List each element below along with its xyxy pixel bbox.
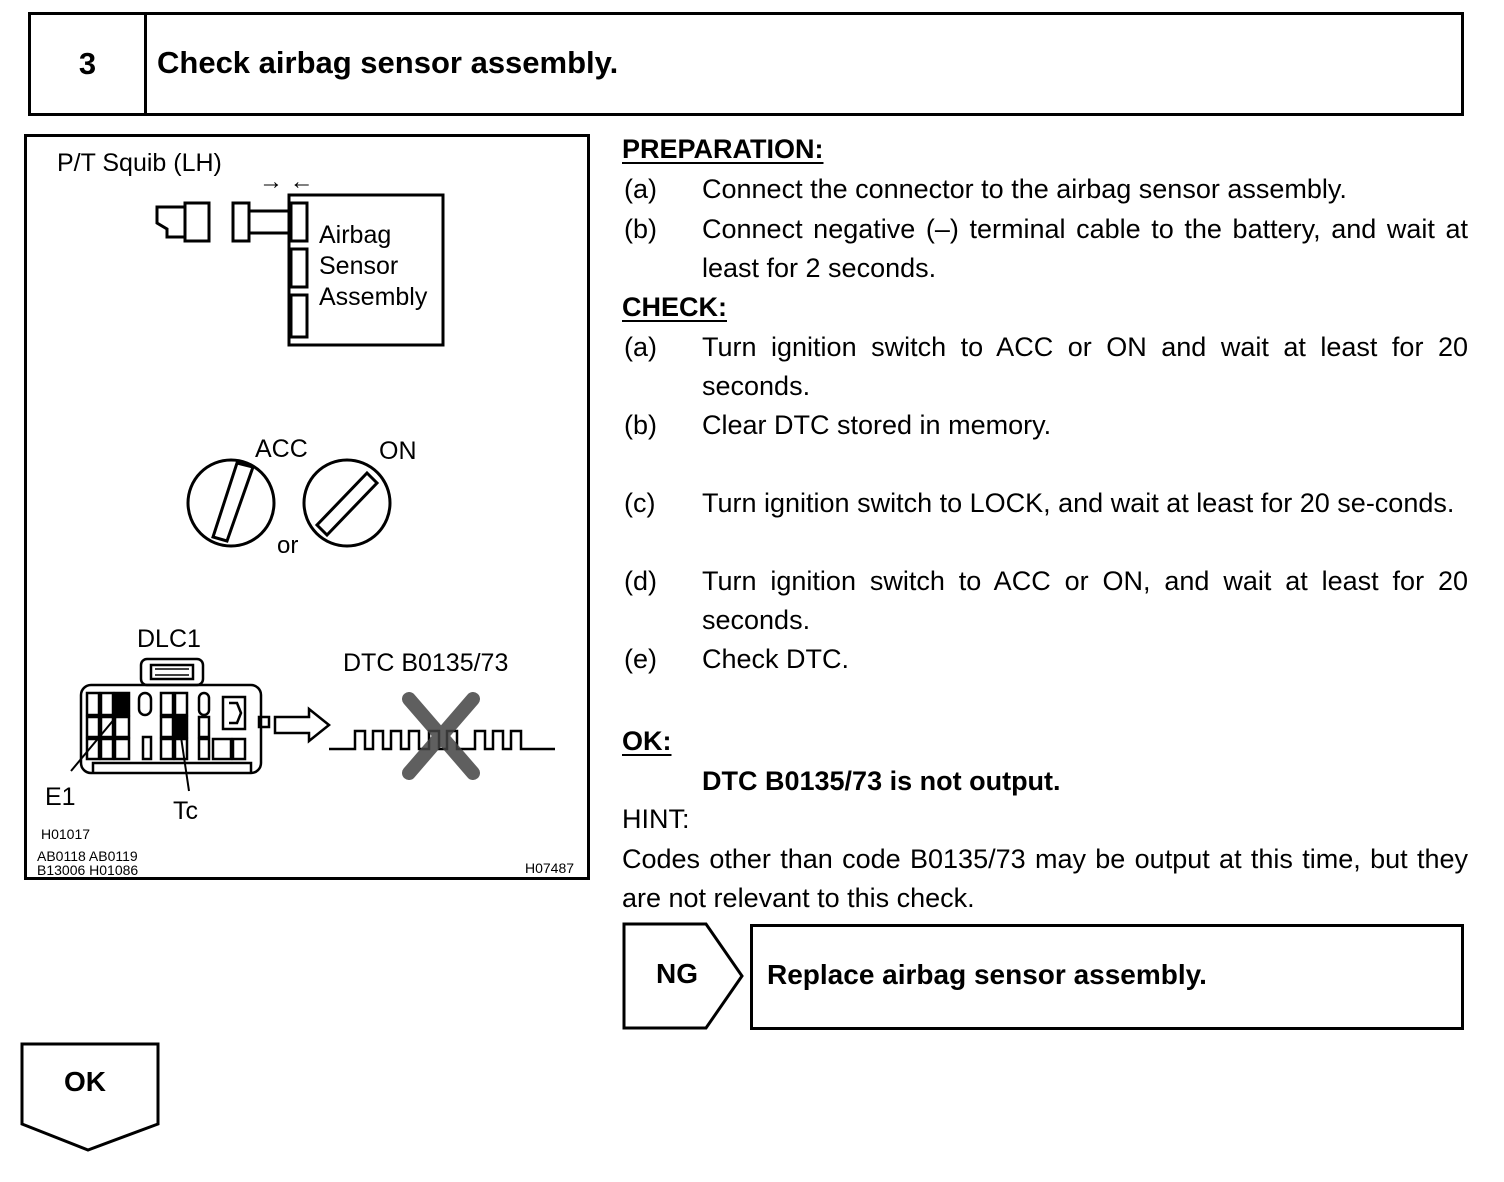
preparation-section: PREPARATION: <box>622 130 1468 169</box>
or-label: or <box>277 532 298 559</box>
connect-arrows: → ← <box>259 168 314 195</box>
list-text: Turn ignition switch to LOCK, and wait a… <box>702 488 1455 518</box>
ok-result: DTC B0135/73 is not output. <box>702 766 1061 796</box>
step-number: 3 <box>31 15 147 113</box>
e1-leader-line <box>70 710 122 772</box>
output-arrow-icon <box>273 706 332 744</box>
ref-code-1: H01017 <box>41 826 90 842</box>
hint-text: Codes other than code B0135/73 may be ou… <box>622 844 1468 913</box>
on-label: ON <box>379 437 417 465</box>
ng-action-box: Replace airbag sensor assembly. <box>750 924 1464 1030</box>
sensor-label-line3: Assembly <box>319 283 428 311</box>
step-title: Check airbag sensor assembly. <box>157 45 619 80</box>
ignition-switch-acc-icon <box>186 458 276 548</box>
preparation-heading: PREPARATION: <box>622 134 824 164</box>
ng-action-text: Replace airbag sensor assembly. <box>767 959 1207 990</box>
list-marker: (e) <box>624 644 657 674</box>
list-text: Turn ignition switch to ACC or ON and wa… <box>702 332 1468 401</box>
dlc1-label: DLC1 <box>137 625 201 653</box>
not-output-cross-icon <box>402 692 480 780</box>
check-list: (a) Turn ignition switch to ACC or ON an… <box>622 328 1468 688</box>
ref-code-right: H07487 <box>525 860 574 876</box>
ng-flow-arrow <box>622 922 744 1030</box>
step-header: 3 Check airbag sensor assembly. <box>28 12 1464 116</box>
ok-flow-label: OK <box>64 1066 106 1097</box>
squib-connector-icon <box>155 201 289 243</box>
squib-label: P/T Squib (LH) <box>57 149 222 177</box>
list-marker: (d) <box>624 566 657 596</box>
ok-heading: OK: <box>622 726 672 756</box>
ref-code-3: B13006 H01086 <box>37 862 138 878</box>
tc-leader-line <box>180 736 190 792</box>
list-text: Turn ignition switch to ACC or ON, and w… <box>702 566 1468 635</box>
sensor-label-line2: Sensor <box>319 252 398 280</box>
list-marker: (a) <box>624 332 657 362</box>
dtc-label: DTC B0135/73 <box>343 649 508 677</box>
sensor-label-line1: Airbag <box>319 221 391 249</box>
ref-code-2: AB0118 AB0119 <box>37 848 138 864</box>
list-marker: (b) <box>624 214 657 244</box>
list-marker: (b) <box>624 410 657 440</box>
list-text: Connect negative (–) terminal cable to t… <box>702 214 1468 283</box>
illustration-drawing: P/T Squib (LH) → ← Airbag Sensor Assembl… <box>37 149 574 878</box>
e1-label: E1 <box>45 783 76 811</box>
hint-label: HINT: <box>622 804 690 834</box>
list-marker: (a) <box>624 174 657 204</box>
ok-section: OK: <box>622 722 1468 761</box>
list-text: Clear DTC stored in memory. <box>702 410 1052 440</box>
check-heading: CHECK: <box>622 292 727 322</box>
airbag-sensor-assembly-icon <box>287 193 445 347</box>
ok-flow-arrow <box>20 1042 160 1152</box>
acc-label: ACC <box>255 435 308 463</box>
ignition-switch-on-icon <box>302 458 392 548</box>
illustration-figure: P/T Squib (LH) → ← Airbag Sensor Assembl… <box>24 134 590 880</box>
list-marker: (c) <box>624 488 656 518</box>
list-text: Check DTC. <box>702 644 850 674</box>
preparation-list: (a) Connect the connector to the airbag … <box>622 170 1468 283</box>
dlc1-connector-icon <box>79 657 271 775</box>
ng-label: NG <box>656 958 698 989</box>
tc-label: Tc <box>173 797 198 825</box>
check-section: CHECK: <box>622 288 1468 327</box>
list-text: Connect the connector to the airbag sens… <box>702 174 1347 204</box>
